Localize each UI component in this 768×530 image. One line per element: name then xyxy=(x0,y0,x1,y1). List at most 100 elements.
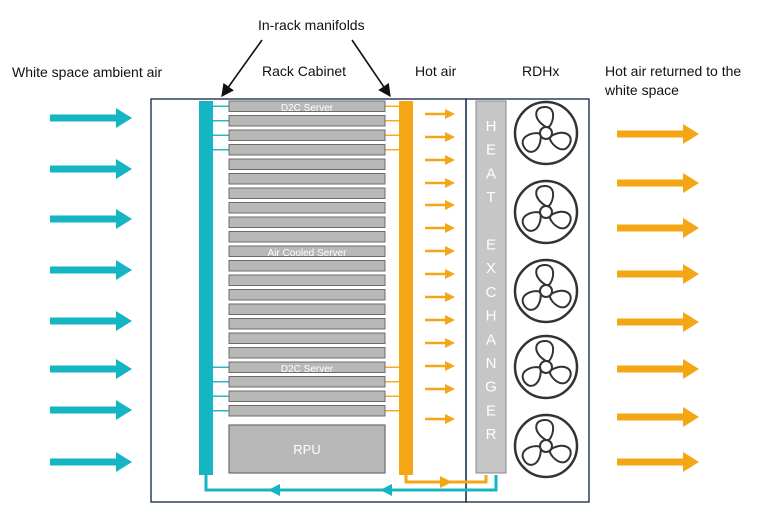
hot-air-arrow-2 xyxy=(425,132,455,142)
d2c-server-bottom-label: D2C Server xyxy=(281,364,334,375)
inlet-arrow-7 xyxy=(50,400,132,420)
hot-air-arrow-12 xyxy=(425,361,455,371)
inlet-arrow-3-shaft xyxy=(50,215,118,223)
hot-air-arrow-head xyxy=(445,269,455,279)
hot-air-arrow-head xyxy=(445,361,455,371)
heat-exchanger-letter: T xyxy=(486,189,495,206)
fan-blade xyxy=(535,184,555,207)
fan-icon xyxy=(513,413,579,479)
outlet-arrow-1-head xyxy=(683,124,699,144)
fan-hub xyxy=(539,439,553,453)
outlet-arrow-5-head xyxy=(683,312,699,332)
server-unit-17 xyxy=(228,332,386,344)
manifolds-label: In-rack manifolds xyxy=(258,17,365,33)
hot-air-arrow-head xyxy=(445,200,455,210)
fan-blade xyxy=(521,132,542,153)
outlet-arrow-6-shaft xyxy=(617,365,685,373)
inlet-arrow-8-head xyxy=(116,452,132,472)
fan-blade xyxy=(548,444,572,464)
cold-manifold xyxy=(199,101,213,475)
hot-air-arrow-head xyxy=(445,109,455,119)
outlet-arrow-6 xyxy=(617,359,699,379)
heat-exchanger-letter: X xyxy=(486,260,496,277)
fan-hub xyxy=(539,126,553,140)
hot-air-arrow-head xyxy=(445,246,455,256)
inlet-arrow-6-head xyxy=(116,359,132,379)
outlet-arrow-3-shaft xyxy=(617,224,685,232)
hot-air-arrow-head xyxy=(445,338,455,348)
server-unit-15 xyxy=(228,303,386,315)
hot-air-arrow-8 xyxy=(425,269,455,279)
hot-air-arrow-head xyxy=(445,178,455,188)
hot-air-arrow-head xyxy=(445,292,455,302)
inlet-arrow-6-shaft xyxy=(50,365,118,373)
outlet-arrow-7 xyxy=(617,407,699,427)
hot-air-returned-label-2: white space xyxy=(604,82,679,98)
inlet-arrow-4-head xyxy=(116,260,132,280)
server-stack xyxy=(228,100,386,417)
outlet-arrow-2-shaft xyxy=(617,179,685,187)
outlet-arrow-1-shaft xyxy=(617,130,685,138)
server-unit-8 xyxy=(228,202,386,214)
ambient-air-label: White space ambient air xyxy=(12,64,163,80)
server-unit-3 xyxy=(228,129,386,141)
outlet-arrow-6-head xyxy=(683,359,699,379)
rack-cabinet-label: Rack Cabinet xyxy=(262,63,346,79)
cold-flow-arrow-2 xyxy=(268,484,280,496)
hot-air-arrow-3 xyxy=(425,155,455,165)
hot-air-arrow-5 xyxy=(425,200,455,210)
server-unit-1 xyxy=(228,100,386,112)
fan-blade xyxy=(535,418,555,441)
server-unit-16 xyxy=(228,318,386,330)
inlet-arrow-1 xyxy=(50,108,132,128)
heat-exchanger-letter: E xyxy=(486,237,496,254)
outlet-arrow-8 xyxy=(617,452,699,472)
hot-air-arrow-14 xyxy=(425,414,455,424)
hot-air-arrow-head xyxy=(445,132,455,142)
inlet-arrow-8 xyxy=(50,452,132,472)
heat-exchanger-letter: A xyxy=(486,165,496,182)
fan-blade xyxy=(521,211,542,232)
server-unit-18 xyxy=(228,347,386,359)
fan-blade xyxy=(548,289,572,309)
inlet-arrow-5-head xyxy=(116,311,132,331)
inlet-arrow-8-shaft xyxy=(50,458,118,466)
heat-exchanger-letter: R xyxy=(486,426,497,443)
inlet-arrow-1-shaft xyxy=(50,114,118,122)
inlet-arrow-2-shaft xyxy=(50,165,118,173)
server-unit-10 xyxy=(228,231,386,243)
hot-air-arrows xyxy=(425,109,455,424)
hot-air-arrow-head xyxy=(445,414,455,424)
d2c-server-top-label: D2C Server xyxy=(281,103,334,114)
fan-blade xyxy=(535,263,555,286)
server-unit-14 xyxy=(228,289,386,301)
manifold-pointer-left xyxy=(221,39,263,98)
hot-air-arrow-1 xyxy=(425,109,455,119)
fan-blade xyxy=(548,210,572,230)
hot-air-arrow-head xyxy=(445,223,455,233)
inlet-arrow-1-head xyxy=(116,108,132,128)
outlet-arrow-4 xyxy=(617,264,699,284)
heat-exchanger-letter: A xyxy=(486,331,496,348)
inlet-arrow-6 xyxy=(50,359,132,379)
outlet-arrow-5 xyxy=(617,312,699,332)
server-unit-7 xyxy=(228,187,386,199)
fan-hub xyxy=(539,205,553,219)
outlet-arrow-7-shaft xyxy=(617,413,685,421)
outlet-arrow-4-head xyxy=(683,264,699,284)
hot-air-arrow-9 xyxy=(425,292,455,302)
fan-blade xyxy=(521,366,542,387)
heat-exchanger-letter: E xyxy=(486,402,496,419)
heat-exchanger-letter: H xyxy=(486,118,497,135)
outlet-arrow-1 xyxy=(617,124,699,144)
outlet-arrow-3-head xyxy=(683,218,699,238)
heat-exchanger-letter: N xyxy=(486,355,497,372)
cold-flow-arrow-1 xyxy=(380,484,392,496)
hot-air-returned-label-1: Hot air returned to the xyxy=(605,63,741,79)
rdhx-label: RDHx xyxy=(522,63,559,79)
inlet-arrow-5-shaft xyxy=(50,317,118,325)
fan-blade xyxy=(521,290,542,311)
hot-air-arrow-7 xyxy=(425,246,455,256)
fan-blade xyxy=(535,339,555,362)
